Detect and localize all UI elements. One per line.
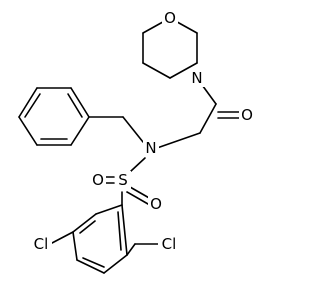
dichlorophenyl-ring xyxy=(72,204,128,274)
atom-o-carbonyl: O xyxy=(239,106,255,124)
structure-canvas: O N O N S O O Cl xyxy=(18,9,255,274)
atom-cl-left: Cl xyxy=(30,235,52,253)
benzyl-group xyxy=(18,87,144,146)
atom-label-morpholine-o: O xyxy=(164,9,176,27)
atom-label-sulfonyl-o-left: O xyxy=(92,171,104,189)
atom-label-chlorine-right: Cl xyxy=(162,235,177,253)
atom-label-chlorine-left: Cl xyxy=(34,235,49,253)
atom-label-sulfonyl-o-right: O xyxy=(150,195,162,213)
atom-n-sulfonamide: N xyxy=(143,139,159,157)
chloro-bonds xyxy=(51,231,159,256)
atom-o-sulfonyl-right: O xyxy=(148,195,164,213)
atom-label-carbonyl-o: O xyxy=(241,106,253,124)
sulfonyl-group xyxy=(105,157,152,206)
atom-label-sulfur: S xyxy=(118,171,128,189)
atom-s: S xyxy=(115,171,131,189)
atom-n-morpholine: N xyxy=(189,69,205,87)
amide-linker xyxy=(156,77,244,149)
molecule-diagram: O N O N S O O Cl xyxy=(18,9,255,274)
atom-o-morpholine: O xyxy=(162,9,178,27)
atom-cl-right: Cl xyxy=(158,235,180,253)
atom-label-sulfonamide-n: N xyxy=(145,139,156,157)
atom-label-morpholine-n: N xyxy=(191,69,202,87)
atom-o-sulfonyl-left: O xyxy=(90,171,106,189)
